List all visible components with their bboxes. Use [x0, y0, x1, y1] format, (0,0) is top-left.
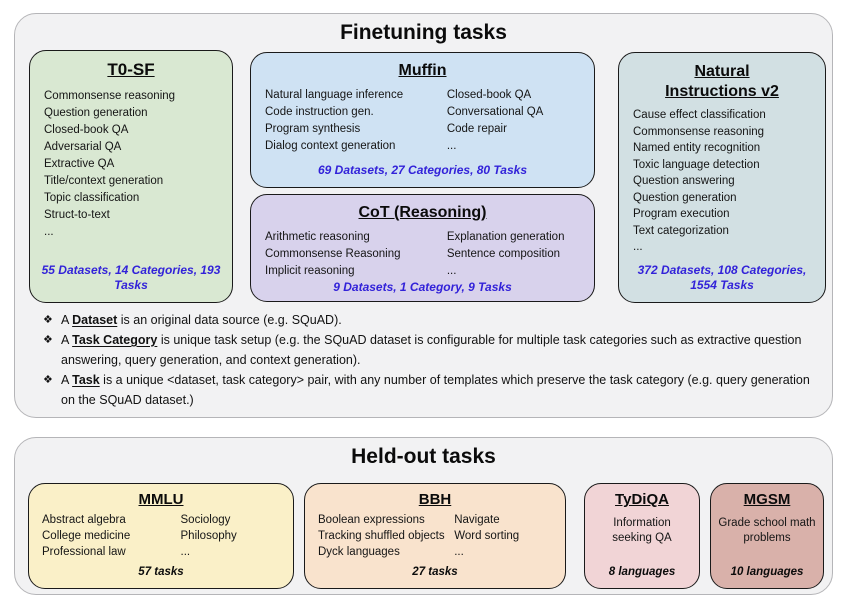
task-item: Tracking shuffled objects [318, 530, 445, 542]
definition-bullet: ❖ A Dataset is an original data source (e… [39, 310, 823, 330]
task-item: Arithmetic reasoning [265, 231, 370, 243]
mmlu-title: MMLU [138, 491, 184, 508]
cot-stats: 9 Datasets, 1 Category, 9 Tasks [333, 280, 512, 294]
muffin-title: Muffin [398, 62, 447, 79]
task-item: Word sorting [454, 530, 520, 542]
task-item: ... [454, 546, 464, 558]
finetuning-panel: Finetuning tasks T0-SF Commonsense reaso… [14, 13, 833, 418]
task-item: Named entity recognition [633, 142, 761, 154]
tydiqa-description: Information seeking QA [612, 517, 672, 544]
task-item: Navigate [454, 514, 500, 526]
task-item: ... [44, 226, 54, 238]
heldout-panel-title: Held-out tasks [351, 445, 496, 468]
task-item: Implicit reasoning [265, 265, 355, 277]
task-item: Sentence composition [446, 248, 560, 260]
task-item: Sociology [180, 514, 231, 526]
task-box-tydiqa: TyDiQA Information seeking QA 8 language… [584, 483, 700, 589]
task-box-mgsm: MGSM Grade school math problems 10 langu… [710, 483, 824, 589]
definition-text: A Dataset is an original data source (e.… [61, 313, 342, 327]
task-item: Toxic language detection [633, 158, 760, 171]
task-item: Program synthesis [265, 123, 361, 135]
task-item: Explanation generation [446, 231, 565, 243]
t0sf-stats: 55 Datasets, 14 Categories, 193 Tasks [41, 263, 221, 292]
task-item: Adversarial QA [44, 141, 122, 153]
bbh-title: BBH [418, 491, 452, 508]
cot-title: CoT (Reasoning) [358, 204, 487, 221]
task-item: ... [180, 546, 191, 558]
task-item: Question generation [44, 107, 148, 119]
task-item: Closed-book QA [446, 89, 532, 101]
task-item: Topic classification [44, 192, 140, 204]
task-item: Dialog context generation [265, 140, 396, 152]
task-item: Dyck languages [318, 546, 400, 558]
mgsm-description: Grade school math problems [718, 517, 816, 544]
task-item: College medicine [42, 530, 131, 542]
task-item: Boolean expressions [318, 514, 425, 526]
task-item: Extractive QA [44, 158, 115, 170]
definition-bullet: ❖ A Task is a unique <dataset, task categ… [39, 370, 823, 410]
tydiqa-stats: 8 languages [608, 566, 676, 578]
bbh-stats: 27 tasks [412, 566, 458, 578]
task-item: ... [633, 241, 643, 253]
muffin-stats: 69 Datasets, 27 Categories, 80 Tasks [317, 163, 527, 177]
tydiqa-title: TyDiQA [615, 491, 669, 508]
mgsm-stats: 10 languages [730, 566, 804, 578]
task-item: Struct-to-text [44, 209, 110, 221]
task-item: Closed-book QA [44, 124, 129, 136]
mmlu-stats: 57 tasks [138, 566, 184, 578]
task-box-niv2: Natural Instructions v2 Cause effect cla… [618, 52, 826, 303]
task-item: Question generation [633, 191, 737, 204]
diamond-bullet-icon: ❖ [43, 314, 53, 326]
task-item: Philosophy [180, 530, 237, 542]
t0sf-title: T0-SF [107, 60, 155, 79]
task-item: Commonsense Reasoning [265, 248, 401, 260]
task-item: ... [446, 265, 457, 277]
niv2-stats: 372 Datasets, 108 Categories, 1554 Tasks [637, 263, 807, 292]
task-item: Code instruction gen. [265, 106, 374, 118]
task-item: Conversational QA [446, 106, 544, 118]
definition-text: A Task is a unique <dataset, task catego… [61, 373, 810, 407]
mgsm-title: MGSM [743, 491, 791, 508]
definitions-list: ❖ A Dataset is an original data source (e… [39, 310, 823, 410]
task-item: Abstract algebra [42, 514, 126, 526]
task-item: Commonsense reasoning [633, 125, 765, 138]
finetuning-panel-title: Finetuning tasks [340, 21, 507, 44]
task-item: Text categorization [633, 224, 729, 237]
diamond-bullet-icon: ❖ [43, 374, 53, 386]
task-item: Commonsense reasoning [44, 90, 176, 102]
muffin-task-list-right: Closed-book QA Conversational QA Code repa… [447, 87, 584, 155]
task-item: Natural language inference [265, 89, 404, 101]
task-item: Code repair [446, 123, 507, 135]
task-item: Program execution [633, 208, 730, 220]
task-item: Question answering [633, 175, 735, 187]
niv2-title: Natural Instructions v2 [665, 63, 779, 100]
diamond-bullet-icon: ❖ [43, 334, 53, 346]
task-item: ... [446, 140, 457, 152]
task-item: Title/context generation [44, 175, 164, 187]
task-item: Professional law [42, 546, 126, 558]
task-item: Cause effect classification [633, 109, 766, 121]
definition-bullet: ❖ A Task Category is unique task setup (e… [39, 330, 823, 370]
definition-text: A Task Category is unique task setup (e.… [61, 333, 802, 367]
